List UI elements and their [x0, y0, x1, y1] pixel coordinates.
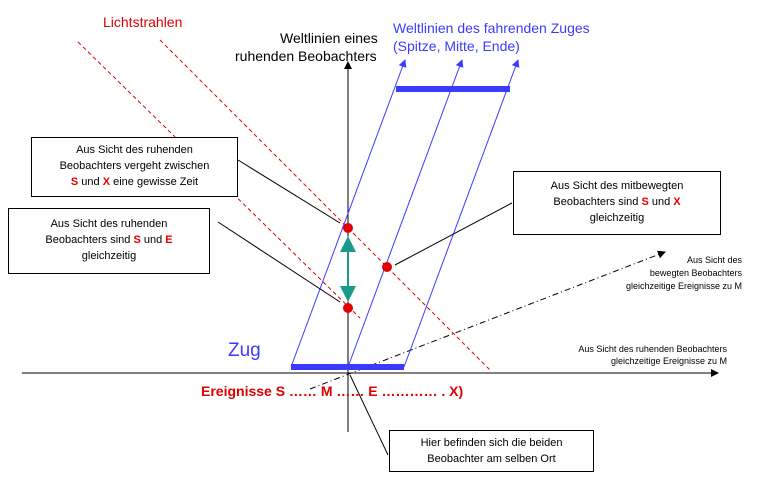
event-s-ref: S	[133, 234, 141, 246]
light-ray-2	[159, 39, 491, 371]
und-text: und	[648, 196, 674, 208]
event-e-dot	[382, 262, 392, 272]
time-passes-line3: S und X eine gewisse Zeit	[38, 174, 231, 190]
event-s-ref: S	[641, 196, 649, 208]
time-passes-line2: Beobachters vergeht zwischen	[59, 160, 210, 172]
moving-axis-label-3: gleichzeitige Ereignisse zu M	[625, 281, 742, 291]
rest-axis-label-1: Aus Sicht des ruhenden Beobachters	[578, 344, 727, 354]
worldline-train-label-1: Weltlinien des fahrenden Zuges	[393, 20, 590, 36]
simul-moving-line2: Beobachters sind S und X	[520, 194, 714, 210]
same-place-line2: Beobachter am selben Ort	[427, 453, 556, 465]
und-text: und	[78, 176, 103, 188]
worldline-train-middle	[347, 59, 464, 368]
worldline-rest-label-2: ruhenden Beobachters	[235, 48, 377, 64]
callout-line-moving-simul	[394, 202, 513, 266]
event-s-ref: S	[70, 176, 79, 188]
moving-simultaneity-axis	[309, 250, 666, 390]
simul-rest-line1: Aus Sicht des ruhenden	[50, 218, 168, 230]
worldline-rest-label-1: Weltlinien eines	[280, 30, 378, 46]
time-passes-rest: eine gewisse Zeit	[110, 176, 199, 188]
worldline-train-end	[290, 59, 407, 368]
und-text: und	[140, 234, 166, 246]
simul-rest-line2: Beobachters sind S und E	[15, 232, 203, 248]
callout-time-passes: Aus Sicht des ruhenden Beobachters verge…	[31, 137, 238, 197]
callout-same-place: Hier befinden sich die beiden Beobachter…	[389, 430, 594, 472]
event-e-ref: E	[165, 234, 173, 246]
moving-axis-label-2: bewegten Beobachters	[649, 268, 742, 278]
event-x-ref: X	[102, 176, 111, 188]
event-x-ref: X	[673, 196, 681, 208]
callout-simultaneous-rest: Aus Sicht des ruhenden Beobachters sind …	[8, 208, 210, 274]
simul-moving-line1: Aus Sicht des mitbewegten	[550, 180, 684, 192]
event-x-dot	[343, 223, 353, 233]
time-passes-line1: Aus Sicht des ruhenden	[76, 144, 193, 156]
simul-moving-line3: gleichzeitig	[589, 212, 645, 224]
worldline-train-front	[403, 59, 520, 368]
train-bar-bottom	[291, 364, 404, 370]
train-label: Zug	[228, 340, 261, 361]
light-rays-label: Lichtstrahlen	[103, 14, 183, 30]
event-s-dot	[343, 303, 353, 313]
same-place-line1: Hier befinden sich die beiden	[420, 437, 563, 449]
worldline-train-label-2: (Spitze, Mitte, Ende)	[393, 38, 520, 54]
moving-axis-label-1: Aus Sicht des	[686, 255, 742, 265]
callout-simultaneous-moving: Aus Sicht des mitbewegten Beobachters si…	[513, 171, 721, 235]
simul-moving-pre: Beobachters sind	[553, 196, 642, 208]
train-bar-top	[396, 86, 510, 92]
simul-rest-line3: gleichzeitig	[81, 250, 137, 262]
events-label: Ereignisse S …… M …… E ………… . X)	[201, 383, 464, 399]
rest-axis-label-2: gleichzeitige Ereignisse zu M	[610, 356, 727, 366]
callout-line-time	[237, 159, 341, 224]
callout-line-rest-simul	[217, 221, 341, 303]
callout-line-same-place	[349, 374, 389, 456]
simul-rest-pre: Beobachters sind	[45, 234, 134, 246]
